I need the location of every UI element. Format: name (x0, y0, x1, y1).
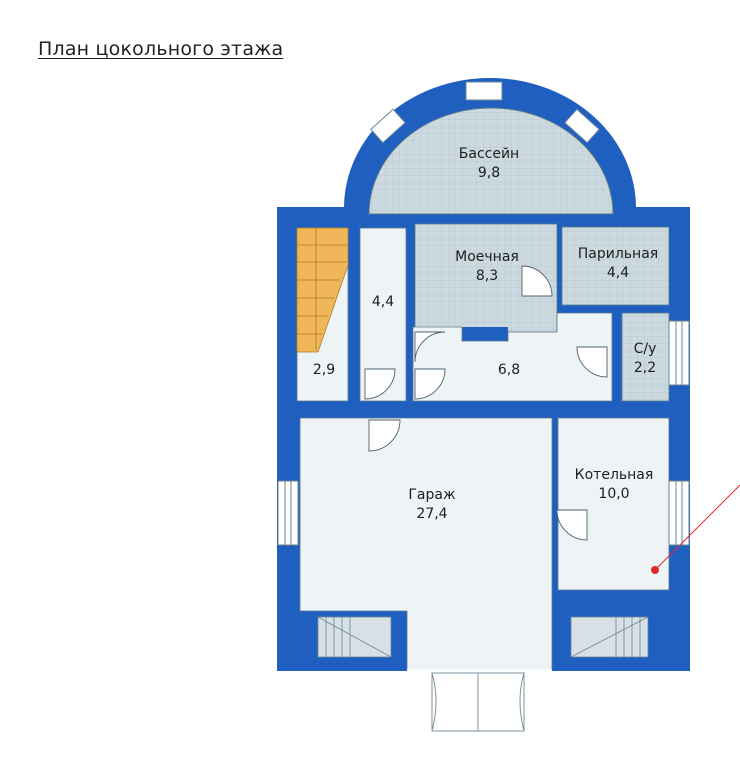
boiler-room (557, 417, 670, 591)
washroom-pillar (462, 327, 508, 341)
pool-area: 9,8 (478, 165, 500, 181)
page-title: План цокольного этажа (38, 38, 284, 60)
side-windows (277, 320, 690, 546)
washroom-area: 8,3 (476, 268, 498, 284)
entrance-steps (317, 616, 649, 658)
doors (364, 265, 608, 541)
wc-name: С/у (634, 341, 657, 357)
pool-windows (370, 81, 600, 144)
stair-hall-area: 2,9 (313, 362, 335, 378)
steam-room-name: Парильная (578, 246, 658, 262)
wc-room (621, 312, 670, 402)
hall-area: 6,8 (498, 362, 520, 378)
washroom-name: Моечная (455, 249, 519, 265)
hall-room (412, 312, 613, 402)
garage-area: 27,4 (416, 506, 447, 522)
pointer-marker (651, 484, 740, 574)
steam-room (561, 226, 670, 306)
boiler-room-area: 10,0 (598, 486, 629, 502)
pool-room (368, 107, 614, 215)
stairs (296, 227, 349, 353)
closet-area: 4,4 (372, 294, 394, 310)
rooms (296, 223, 670, 672)
room-labels: Бассейн 9,8 Моечная 8,3 Парильная 4,4 4,… (313, 146, 658, 522)
pool-name: Бассейн (459, 146, 519, 162)
garage-gate (407, 669, 552, 732)
wc-area: 2,2 (634, 360, 656, 376)
garage-name: Гараж (408, 487, 456, 503)
boiler-room-name: Котельная (575, 467, 654, 483)
steam-room-area: 4,4 (607, 265, 629, 281)
